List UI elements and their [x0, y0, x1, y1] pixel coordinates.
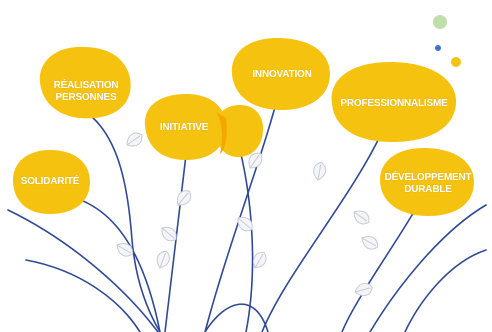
decor-dots: [433, 15, 461, 67]
leaf-icon: [248, 152, 263, 169]
stem-solidarite: [44, 192, 161, 332]
stem-sweep-right-inner: [404, 249, 487, 332]
leaf-icon: [126, 132, 143, 147]
stem-sweep-right: [369, 204, 487, 332]
flower-innovation: [231, 37, 330, 111]
label-innovation: INNOVATION: [252, 69, 311, 81]
stem-sweep-left: [7, 209, 159, 332]
label-line: INNOVATION: [252, 69, 312, 80]
stem-sweep-left-inner: [25, 259, 141, 332]
label-line: PERSONNES: [55, 92, 117, 103]
leaf-icon: [354, 282, 373, 297]
leaf-icon: [176, 190, 192, 206]
stem-innovation: [204, 87, 281, 332]
label-line: SOLIDARITÉ: [20, 176, 80, 187]
dot-icon: [451, 57, 461, 67]
label-line: INITIATIVE: [159, 122, 209, 133]
label-solidarite: SOLIDARITÉ: [21, 176, 80, 188]
label-realisation-personnes: RÉALISATION PERSONNES: [54, 80, 119, 104]
label-line: PROFESSIONNALISME: [340, 98, 448, 109]
leaf-icon: [161, 226, 177, 242]
stem-professionnalisme: [261, 131, 383, 332]
leaf-icon: [313, 161, 327, 181]
label-line: RÉALISATION: [53, 80, 119, 91]
flower-developpement-durable: [380, 148, 474, 216]
label-line: DÉVELOPPEMENT: [384, 172, 472, 183]
stem-realisation: [79, 107, 161, 332]
flower-solidarite: [12, 150, 91, 214]
label-initiative: INITIATIVE: [159, 122, 209, 134]
stem-overlap-flower: [239, 149, 254, 332]
flower-realisation-personnes: [39, 46, 131, 119]
flower-professionnalisme: [331, 62, 457, 142]
leaf-icon: [252, 251, 267, 269]
label-professionnalisme: PROFESSIONNALISME: [340, 98, 447, 110]
leaf-icon: [353, 210, 370, 225]
stem-developpement: [341, 204, 419, 332]
flower-overlap-highlight: [216, 112, 227, 154]
flower-overlap: [214, 105, 264, 157]
stem-center-arc: [204, 303, 269, 332]
dot-icon: [433, 15, 447, 29]
dot-icon: [435, 45, 441, 51]
label-developpement-durable: DÉVELOPPEMENT DURABLE: [385, 172, 472, 196]
leaf-icon: [156, 250, 170, 269]
leaf-icon: [237, 216, 253, 232]
flowers: [12, 37, 474, 216]
leaf-icon: [116, 242, 134, 257]
stem-initiative: [164, 154, 187, 332]
leaf-icon: [361, 235, 379, 250]
leaves: [116, 132, 379, 297]
label-line: DURABLE: [404, 184, 452, 195]
flower-initiative: [144, 94, 226, 160]
